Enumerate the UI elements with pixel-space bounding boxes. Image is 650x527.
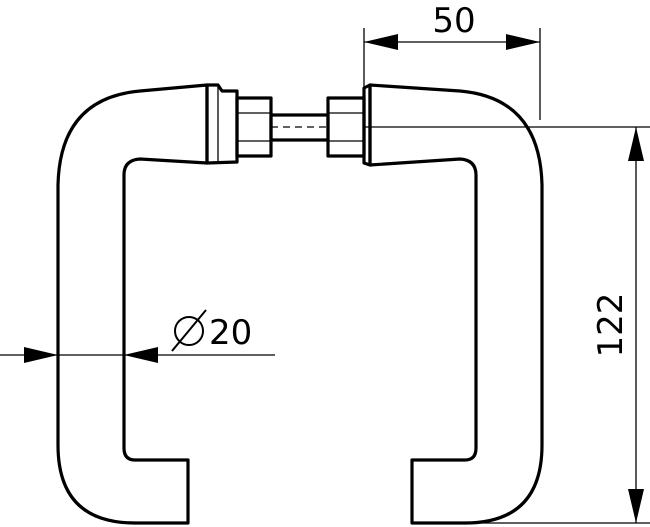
right-lever-outline [368, 83, 544, 525]
right-lever-handle [326, 83, 544, 525]
arrow-left [364, 34, 398, 50]
diameter-symbol-icon [171, 309, 207, 352]
height-label: 122 [591, 293, 631, 358]
dimension-height: 122 [364, 126, 650, 524]
right-neck [326, 96, 366, 158]
arrow-up [628, 127, 644, 161]
arrow-right [506, 34, 540, 50]
left-lever-handle [56, 83, 273, 525]
spindle [269, 113, 330, 142]
arrow-in-left [24, 347, 58, 363]
arrow-down [628, 489, 644, 523]
width-label: 50 [432, 1, 475, 41]
dimension-width: 50 [363, 1, 541, 120]
dimension-diameter: 20 [0, 309, 275, 363]
diameter-label: 20 [209, 313, 252, 353]
arrow-in-right [124, 347, 158, 363]
left-neck [235, 96, 273, 158]
left-rose [205, 83, 239, 165]
left-lever-outline [56, 83, 209, 525]
